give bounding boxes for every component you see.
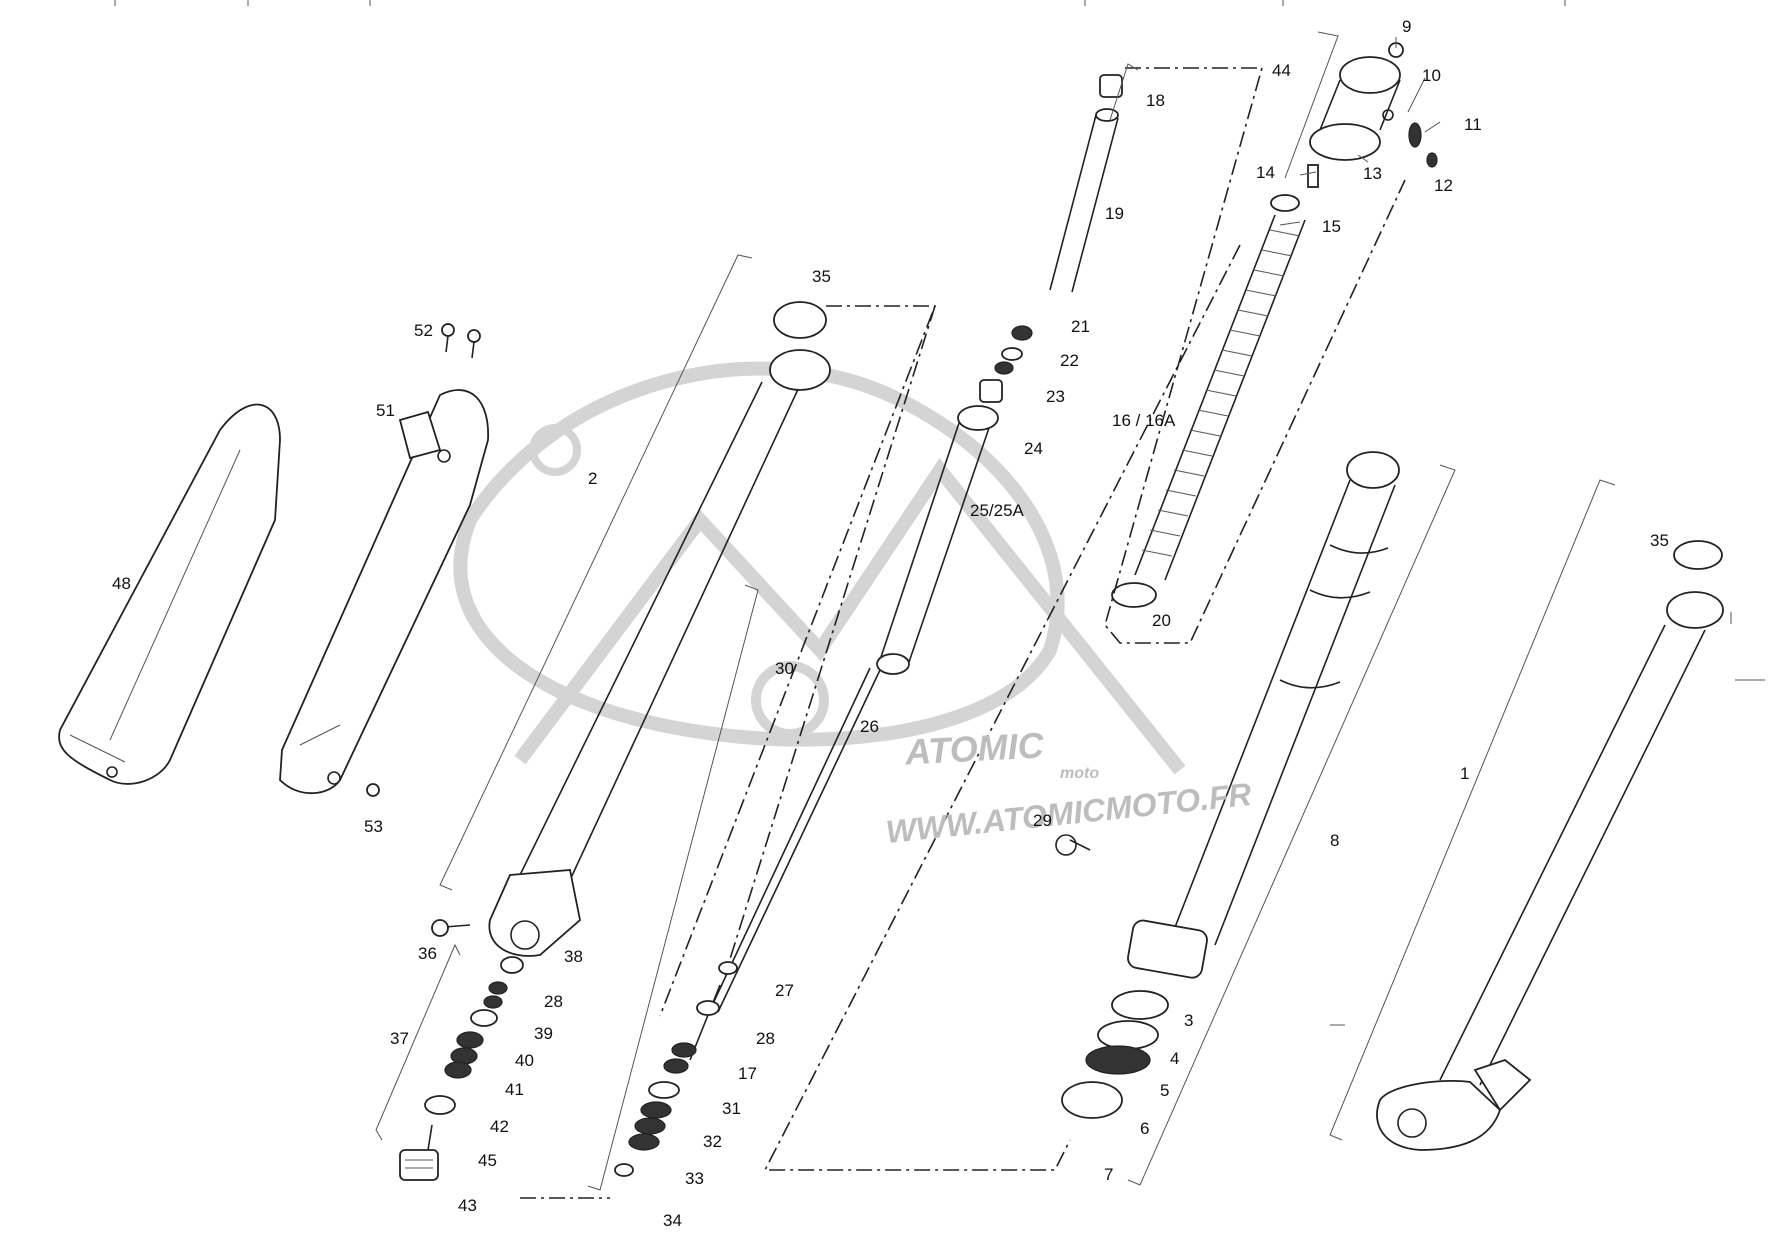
label-10: 10 (1422, 66, 1441, 85)
watermark-brand: ATOMIC (903, 724, 1045, 773)
leader-lines (1279, 37, 1441, 1026)
fork-guard-51 (279, 389, 489, 795)
label-11: 11 (1464, 115, 1482, 134)
label-9: 9 (1402, 17, 1412, 36)
label-24: 24 (1024, 439, 1043, 458)
label-2: 2 (588, 469, 598, 488)
valve-stack-right (587, 584, 759, 1191)
label-23: 23 (1046, 387, 1065, 406)
label-28a: 28 (544, 992, 563, 1011)
watermark-logo (453, 361, 1186, 775)
watermark-sub: moto (1060, 765, 1100, 782)
bracket-44b (1284, 31, 1339, 179)
label-37: 37 (390, 1029, 409, 1048)
label-16: 16 / 16A (1112, 411, 1176, 430)
fork-guard-48 (58, 403, 281, 785)
label-17: 17 (738, 1064, 757, 1083)
label-51: 51 (376, 401, 395, 420)
dash-lines-center (763, 244, 1241, 1171)
label-36: 36 (418, 944, 437, 963)
label-27: 27 (775, 981, 794, 1000)
outer-tube-2 (431, 301, 831, 957)
label-53: 53 (364, 817, 383, 836)
label-3: 3 (1184, 1011, 1194, 1030)
label-20: 20 (1152, 611, 1171, 630)
dash-lines-left (520, 305, 937, 1199)
label-19: 19 (1105, 204, 1124, 223)
label-14: 14 (1256, 163, 1275, 182)
label-15: 15 (1322, 217, 1341, 236)
label-41: 41 (505, 1080, 524, 1099)
tube-19 (1049, 74, 1123, 293)
label-35a: 35 (812, 267, 831, 286)
screw-53 (366, 783, 380, 797)
label-26: 26 (860, 717, 879, 736)
label-18: 18 (1146, 91, 1165, 110)
label-7: 7 (1104, 1165, 1114, 1184)
label-31: 31 (722, 1099, 741, 1118)
label-5: 5 (1160, 1081, 1170, 1100)
inner-tube-8 (1061, 451, 1456, 1186)
bracket-44 (1109, 63, 1139, 121)
damper-rod-26-27 (689, 667, 881, 1061)
label-21: 21 (1071, 317, 1090, 336)
label-42: 42 (490, 1117, 509, 1136)
cartridge-25 (876, 405, 999, 675)
label-13: 13 (1363, 164, 1382, 183)
label-43: 43 (458, 1196, 477, 1215)
label-34: 34 (663, 1211, 682, 1230)
screws-52 (441, 323, 481, 359)
label-12: 12 (1434, 176, 1453, 195)
bracket-2 (439, 254, 753, 891)
label-25: 25/25A (970, 501, 1024, 520)
label-45: 45 (478, 1151, 497, 1170)
label-8: 8 (1330, 831, 1340, 850)
frame-ticks (114, 0, 1765, 681)
label-28b: 28 (756, 1029, 775, 1048)
label-32: 32 (703, 1132, 722, 1151)
dash-box-44 (1104, 67, 1406, 644)
label-38: 38 (564, 947, 583, 966)
label-35b: 35 (1650, 531, 1669, 550)
label-1: 1 (1460, 764, 1470, 783)
label-33: 33 (685, 1169, 704, 1188)
label-29: 29 (1033, 811, 1052, 830)
spring-16 (1111, 194, 1306, 608)
valve-stack-left (375, 943, 524, 1181)
label-30: 30 (775, 659, 794, 678)
parts-21-24 (979, 325, 1033, 403)
top-cap-13 (1307, 42, 1438, 188)
outer-tube-1 (1329, 479, 1724, 1151)
label-6: 6 (1140, 1119, 1150, 1138)
clip-29 (1055, 834, 1091, 856)
label-52: 52 (414, 321, 433, 340)
label-22: 22 (1060, 351, 1079, 370)
label-40: 40 (515, 1051, 534, 1070)
label-4: 4 (1170, 1049, 1180, 1068)
label-39: 39 (534, 1024, 553, 1043)
label-48: 48 (112, 574, 131, 593)
label-44: 44 (1272, 61, 1291, 80)
